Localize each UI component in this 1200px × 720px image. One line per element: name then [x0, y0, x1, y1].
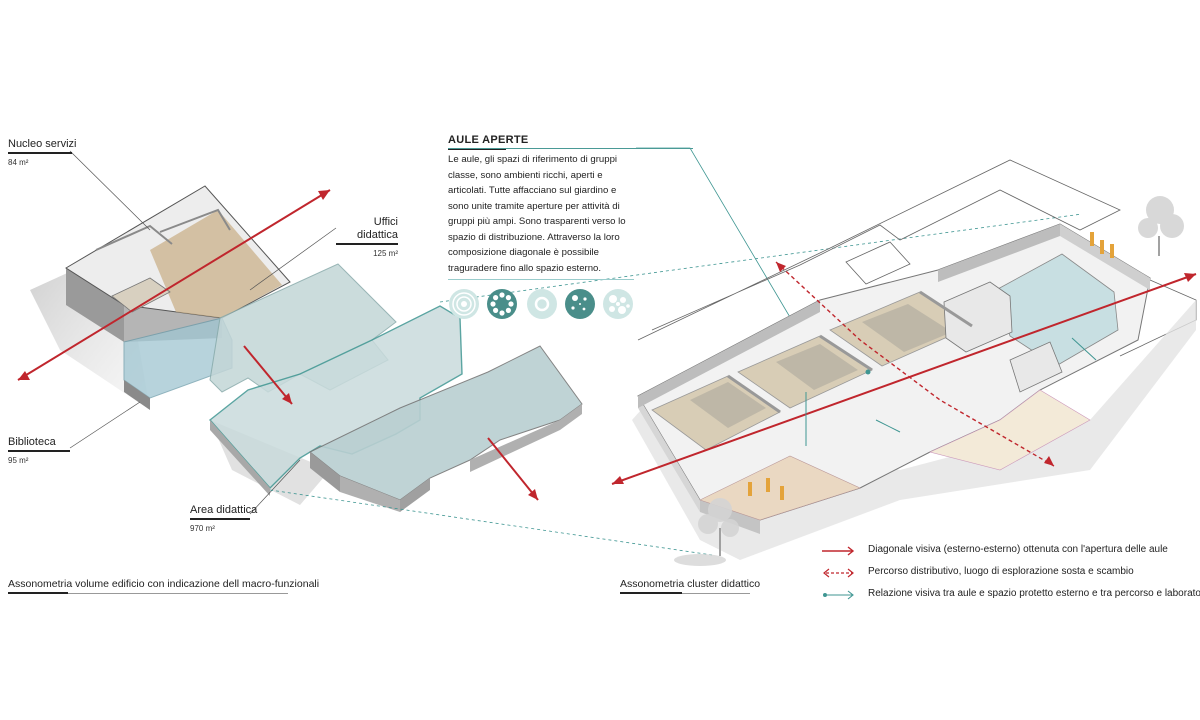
scattered-dots-icon [565, 289, 595, 319]
teaching-lower-wall [310, 452, 340, 492]
left-axonometric [17, 150, 583, 515]
caption-right: Assonometria cluster didattico [620, 578, 761, 594]
dotted-ring-icon [487, 289, 517, 319]
partition-2 [819, 334, 873, 372]
label-biblioteca-rule [8, 450, 70, 452]
aule-aperte-title: AULE APERTE [448, 134, 529, 146]
legend-row-relation: Relazione visiva tra aule e spazio prote… [822, 586, 1200, 608]
caption-right-text: Assonometria cluster didattico [620, 578, 761, 590]
teaching-lower-wall-4 [470, 404, 582, 472]
wall-right [1060, 224, 1150, 290]
people-figures [748, 232, 1114, 500]
classroom-2-shadow [776, 344, 858, 390]
services-inner-walls-2 [159, 208, 231, 233]
leader-nucleo [69, 150, 151, 231]
aule-aperte-rule-long [448, 148, 693, 149]
visual-diagonal [611, 273, 1197, 485]
service-block [943, 281, 1013, 353]
arrowhead-teaching-1 [282, 393, 292, 404]
visual-diagonal-head-2 [1184, 273, 1196, 282]
distribution-path-head-1 [776, 262, 786, 272]
legend: Diagonale visiva (esterno-esterno) otten… [822, 542, 1200, 608]
legend-solid-red-arrow-icon [822, 546, 855, 556]
visual-diagonal-head-1 [612, 476, 624, 484]
aule-icons [449, 289, 633, 319]
partition-3 [919, 290, 973, 328]
right-terrace [929, 389, 1091, 471]
stair [111, 277, 171, 313]
site-outline-top [637, 159, 1121, 341]
distribution-path-head-2 [1044, 456, 1054, 466]
aule-aperte-text-rule [448, 279, 634, 280]
label-biblioteca-name: Biblioteca [8, 436, 56, 448]
label-uffici-didattica: Uffici didattica 125 m² [336, 216, 398, 260]
label-area-didattica-name: Area didattica [190, 504, 258, 516]
partition-1 [727, 374, 781, 414]
caption-left-underline [8, 593, 288, 594]
caption-left-underline-strong [8, 592, 68, 594]
teaching-main-wall [210, 420, 270, 496]
diagonal-arrowhead-2 [18, 371, 30, 380]
library-front [124, 380, 150, 410]
legend-path-text: Percorso distributivo, luogo di esploraz… [868, 566, 1134, 577]
label-biblioteca: Biblioteca 95 m² [8, 436, 70, 467]
label-uffici-name: Uffici didattica [357, 216, 398, 241]
concentric-rings-icon [449, 289, 479, 319]
arrow-teaching-1 [243, 345, 293, 405]
label-biblioteca-area: 95 m² [8, 456, 29, 465]
diagonal-arrowhead-1 [318, 190, 330, 200]
aule-aperte-box: AULE APERTE Le aule, gli spazi di riferi… [448, 134, 693, 324]
service-block-2 [1009, 341, 1063, 393]
single-ring-icon [527, 289, 557, 319]
wall-back-left [638, 300, 820, 408]
label-uffici-rule [336, 243, 398, 245]
wall-front-left [638, 396, 700, 512]
teal-relation-2 [875, 419, 901, 433]
offices-floor [150, 210, 282, 318]
label-area-didattica: Area didattica 970 m² [190, 504, 257, 535]
label-area-didattica-area: 970 m² [190, 524, 215, 533]
classroom-3-shadow [862, 304, 952, 352]
legend-teal-arrow-icon [823, 590, 854, 600]
tree-bottom-left [698, 498, 739, 556]
canopy-outline [845, 241, 911, 285]
legend-row-diagonal: Diagonale visiva (esterno-esterno) otten… [822, 542, 1192, 564]
caption-right-underline [620, 593, 750, 594]
leader-uffici [249, 227, 337, 291]
caption-left: Assonometria volume edificio con indicaz… [8, 578, 320, 594]
teaching-area-main [208, 305, 463, 490]
wall-back-right [938, 224, 1060, 282]
leader-biblioteca [69, 401, 141, 449]
aule-aperte-text: Le aule, gli spazi di riferimento di gru… [448, 154, 626, 274]
label-nucleo-name: Nucleo servizi [8, 138, 77, 150]
label-area-didattica-rule [190, 518, 250, 520]
legend-row-path: Percorso distributivo, luogo di esploraz… [822, 564, 1192, 586]
label-uffici-area: 125 m² [373, 249, 398, 258]
tree-shadow [674, 554, 726, 566]
diagonal-arrow-services [17, 189, 331, 381]
tree-top-right [1138, 196, 1184, 256]
classroom-1-shadow [690, 382, 766, 428]
aule-aperte-title-rule [448, 148, 506, 150]
legend-diagonal-text: Diagonale visiva (esterno-esterno) otten… [868, 544, 1168, 555]
teal-relation-dot [865, 369, 871, 375]
label-nucleo-servizi: Nucleo servizi 84 m² [8, 138, 76, 169]
legend-dashed-red-arrow-icon [823, 568, 854, 578]
label-nucleo-rule [8, 152, 72, 154]
bubble-cluster-icon [603, 289, 633, 319]
caption-right-underline-strong [620, 592, 682, 594]
legend-relation-text: Relazione visiva tra aule e spazio prote… [868, 588, 1200, 599]
label-nucleo-area: 84 m² [8, 158, 29, 167]
lab-room [995, 253, 1119, 367]
services-inner-walls [95, 224, 173, 251]
caption-left-text: Assonometria volume edificio con indicaz… [8, 578, 320, 590]
teal-relation-3 [1071, 337, 1097, 361]
leader-area-didattica [249, 459, 301, 515]
distribution-path [775, 261, 1055, 467]
